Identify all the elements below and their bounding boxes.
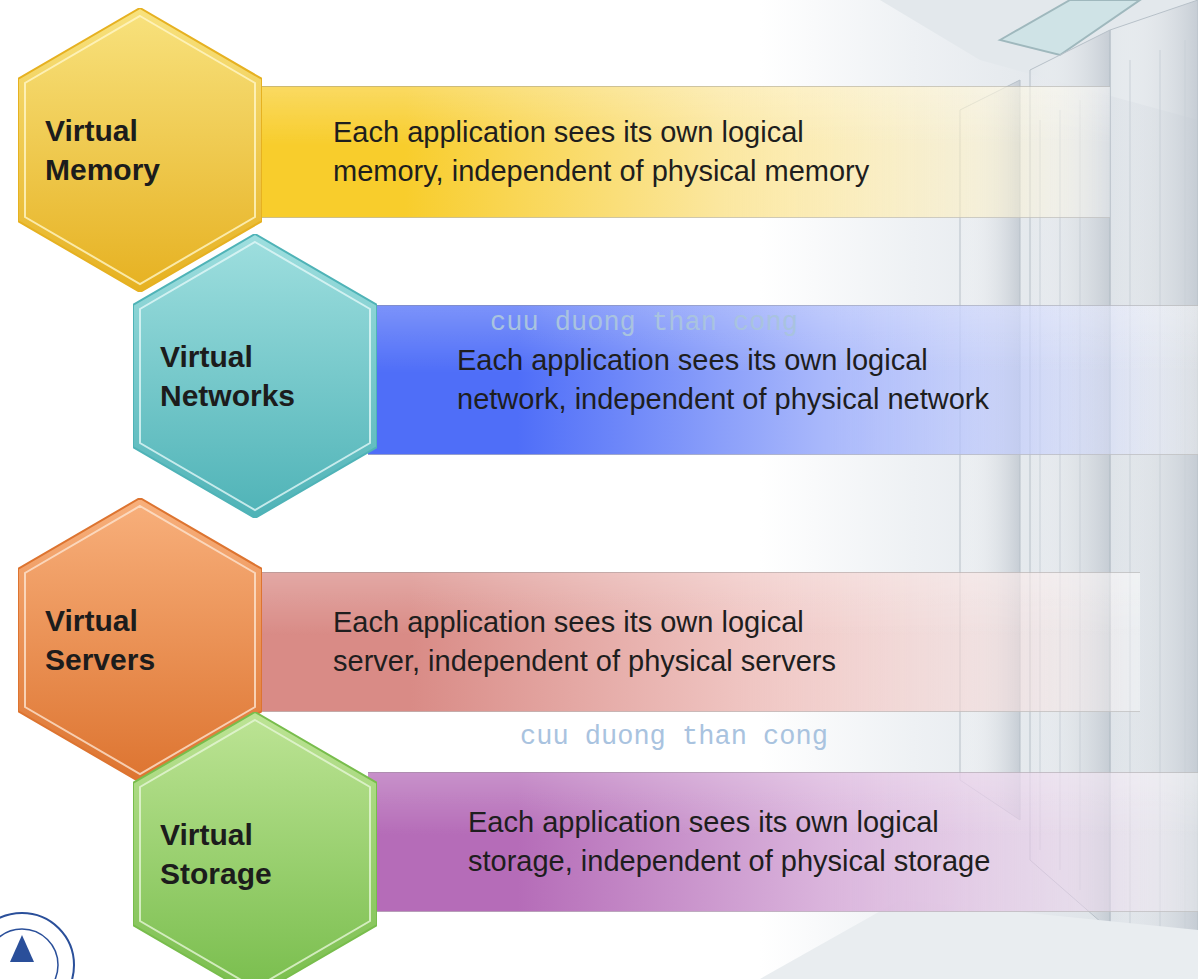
- description-band: Each application sees its own logical st…: [368, 772, 1198, 912]
- rack-line: [1060, 110, 1061, 870]
- hexagon-bevel: [140, 242, 370, 510]
- hexagon-badge: Virtual Networks: [133, 234, 377, 518]
- hexagon-bevel: [140, 720, 370, 979]
- hexagon-bevel: [25, 16, 255, 284]
- badge-title: Virtual Memory: [45, 111, 235, 189]
- hexagon-fill: [18, 8, 262, 292]
- hexagon-shape: [133, 234, 377, 518]
- rack-line: [1040, 120, 1041, 850]
- hexagon-badge: Virtual Memory: [18, 8, 262, 292]
- watermark: cuu duong than cong: [520, 722, 828, 752]
- logo-mark: [10, 935, 34, 962]
- university-logo: [0, 913, 74, 979]
- description-band: Each application sees its own logical me…: [250, 86, 1110, 218]
- logo-ring: [0, 929, 58, 979]
- hexagon-badge: Virtual Storage: [133, 712, 377, 979]
- description-text: Each application sees its own logical me…: [333, 113, 888, 191]
- description-band: Each application sees its own logical se…: [250, 572, 1140, 712]
- badge-title: Virtual Storage: [160, 815, 350, 893]
- watermark: cuu duong than cong: [490, 308, 798, 338]
- hexagon-fill: [133, 712, 377, 979]
- badge-title: Virtual Networks: [160, 337, 350, 415]
- description-text: Each application sees its own logical se…: [333, 603, 888, 681]
- description-text: Each application sees its own logical ne…: [457, 341, 1012, 419]
- hexagon-shape: [18, 8, 262, 292]
- hexagon-fill: [133, 234, 377, 518]
- badge-title: Virtual Servers: [45, 601, 235, 679]
- logo-ring: [0, 913, 74, 979]
- description-text: Each application sees its own logical st…: [468, 803, 1023, 881]
